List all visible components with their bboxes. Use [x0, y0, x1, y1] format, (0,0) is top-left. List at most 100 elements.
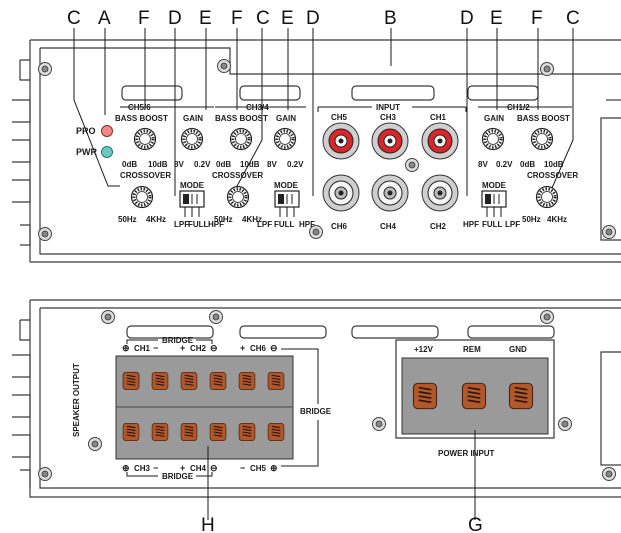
- ch4-label: CH4: [190, 464, 207, 473]
- ch12-mode-switch[interactable]: [481, 190, 507, 208]
- input-ch4-label: CH4: [380, 222, 397, 231]
- callout-c: C: [67, 8, 81, 29]
- ch5-label: CH5: [250, 464, 267, 473]
- screw: [209, 310, 223, 324]
- terminal-icon[interactable]: [238, 422, 256, 442]
- ch56-crossover-knob-icon[interactable]: [130, 185, 154, 209]
- ch34-bass-max: 10dB: [240, 160, 260, 169]
- ch56-mode-switch[interactable]: [179, 190, 205, 208]
- ch5-plus: ⊕: [270, 463, 278, 473]
- screw: [38, 227, 52, 241]
- screw: [38, 62, 52, 76]
- pwr-label: PWR: [76, 147, 97, 157]
- ch34-full: FULL: [274, 220, 295, 229]
- ch34-crossover-knob-icon[interactable]: [226, 185, 250, 209]
- ch12-title: CH1/2: [507, 103, 530, 112]
- terminal-icon[interactable]: [122, 422, 140, 442]
- rca-ch4-icon[interactable]: [371, 174, 409, 212]
- input-section: INPUT CH5 CH3 CH1 CH6 CH4 CH2: [317, 103, 467, 231]
- ch1-label: CH1: [134, 344, 151, 353]
- callout-e: E: [490, 8, 503, 29]
- power-rem-terminal-icon[interactable]: [461, 382, 487, 410]
- ch56-bass-max: 10dB: [148, 160, 168, 169]
- rca-ch3-icon[interactable]: [371, 122, 409, 160]
- ch3-plus: ⊕: [122, 463, 130, 473]
- ch12-bass-knob-icon[interactable]: [530, 127, 554, 151]
- callout-e: E: [199, 8, 212, 29]
- ch34-crossover-label: CROSSOVER: [212, 171, 263, 180]
- screw: [540, 310, 554, 324]
- ch34-cross-max: 4KHz: [242, 215, 262, 224]
- rca-ch6-icon[interactable]: [322, 174, 360, 212]
- ch34-bass-knob-icon[interactable]: [229, 127, 253, 151]
- ch34-bass-label: BASS BOOST: [215, 114, 268, 123]
- ch6-plus: +: [240, 343, 245, 353]
- power-12v-label: +12V: [414, 345, 434, 354]
- terminal-icon[interactable]: [267, 422, 285, 442]
- screw: [88, 437, 102, 451]
- screw: [101, 310, 115, 324]
- terminal-icon[interactable]: [180, 371, 198, 391]
- screw: [405, 158, 419, 172]
- callout-a: A: [98, 8, 111, 29]
- terminal-icon[interactable]: [209, 371, 227, 391]
- ch12-crossover-label: CROSSOVER: [527, 171, 578, 180]
- bridge-side-label: BRIDGE: [300, 407, 332, 416]
- ch56-cross-min: 50Hz: [118, 215, 137, 224]
- ch4-plus: +: [180, 463, 185, 473]
- ch56-hpf: HPF: [208, 220, 224, 229]
- callout-f: F: [231, 8, 243, 29]
- ch12-mode-label: MODE: [482, 181, 507, 190]
- ch12-gain-knob-icon[interactable]: [481, 127, 505, 151]
- ch34-gain-max: 0.2V: [287, 160, 304, 169]
- ch56-gain-label: GAIN: [183, 114, 203, 123]
- ch12-crossover-knob-icon[interactable]: [535, 185, 559, 209]
- callout-leaders: [73, 28, 574, 196]
- power-input: +12V REM GND POWER INPUT: [395, 339, 555, 458]
- ch34-title: CH3/4: [246, 103, 269, 112]
- ch56-gain-min: 8V: [174, 160, 184, 169]
- power-gnd-terminal-icon[interactable]: [508, 382, 534, 410]
- ch56-lpf: LPF: [174, 220, 189, 229]
- rca-ch5-icon[interactable]: [322, 122, 360, 160]
- ch34-cross-min: 50Hz: [214, 215, 233, 224]
- ch34-mode-label: MODE: [274, 181, 299, 190]
- ch34-hpf: HPF: [299, 220, 315, 229]
- input-ch1-label: CH1: [430, 113, 447, 122]
- callout-h: H: [201, 515, 215, 533]
- ch56-bass-label: BASS BOOST: [115, 114, 168, 123]
- ch34-mode-switch[interactable]: [274, 190, 300, 208]
- ch2-minus: ⊖: [210, 343, 218, 353]
- ch56-gain-knob-icon[interactable]: [180, 127, 204, 151]
- ch56-mode-label: MODE: [180, 181, 205, 190]
- rca-ch2-icon[interactable]: [421, 174, 459, 212]
- screw: [602, 467, 616, 481]
- input-ch2-label: CH2: [430, 222, 447, 231]
- rca-ch1-icon[interactable]: [421, 122, 459, 160]
- ch12-gain-label: GAIN: [484, 114, 504, 123]
- ch12-controls: CH1/2 GAIN BASS BOOST 8V 0.2V 0dB 10dB C…: [463, 103, 578, 229]
- terminal-icon[interactable]: [180, 422, 198, 442]
- ch34-gain-label: GAIN: [276, 114, 296, 123]
- ch12-cross-max: 4KHz: [547, 215, 567, 224]
- ch56-bass-knob-icon[interactable]: [133, 127, 157, 151]
- speaker-output-label: SPEAKER OUTPUT: [72, 363, 81, 437]
- terminal-icon[interactable]: [238, 371, 256, 391]
- callout-d: D: [168, 8, 182, 29]
- ch56-crossover-label: CROSSOVER: [120, 171, 171, 180]
- callout-d: D: [460, 8, 474, 29]
- power-12v-terminal-icon[interactable]: [412, 382, 438, 410]
- terminal-icon[interactable]: [209, 422, 227, 442]
- ch3-minus: −: [153, 463, 158, 473]
- ch34-controls: CH3/4 BASS BOOST GAIN 0dB 10dB 8V 0.2V C…: [212, 103, 315, 229]
- terminal-icon[interactable]: [151, 422, 169, 442]
- terminal-icon[interactable]: [267, 371, 285, 391]
- terminal-icon[interactable]: [122, 371, 140, 391]
- ch12-bass-label: BASS BOOST: [517, 114, 570, 123]
- ch34-gain-min: 8V: [267, 160, 277, 169]
- callout-d: D: [306, 8, 320, 29]
- terminal-icon[interactable]: [151, 371, 169, 391]
- ch34-gain-knob-icon[interactable]: [273, 127, 297, 151]
- ch5-minus: −: [240, 463, 245, 473]
